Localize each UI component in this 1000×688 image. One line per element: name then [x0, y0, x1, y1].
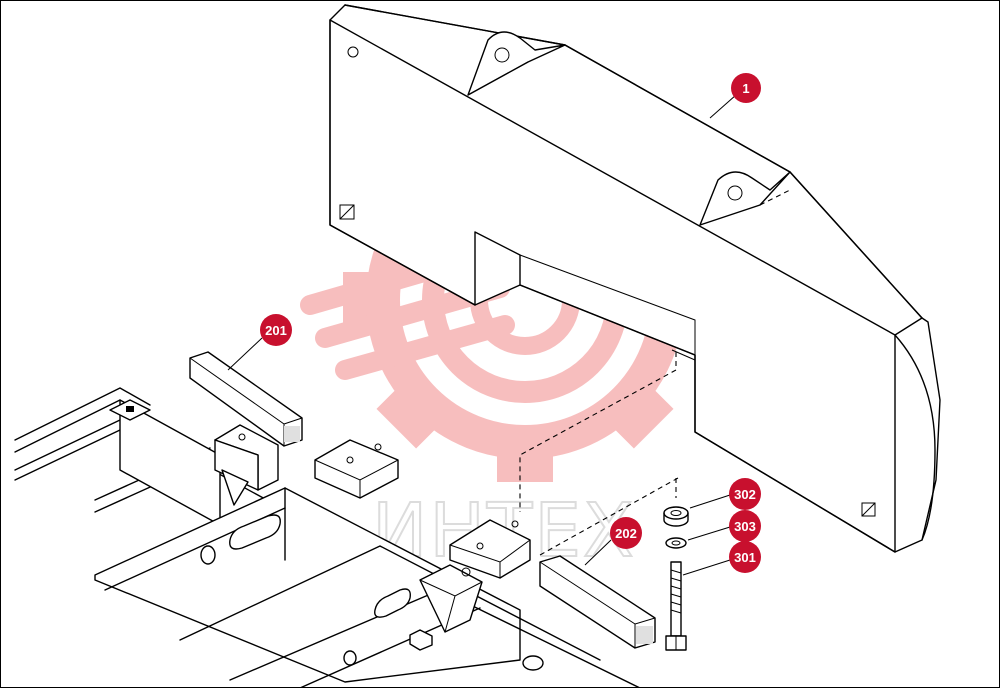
- lock-washer-part-303: [665, 537, 687, 549]
- leader-lines: [227, 94, 737, 576]
- alignment-dashed-lines: [519, 352, 679, 556]
- callout-part-303[interactable]: 303: [729, 510, 761, 542]
- callout-part-201[interactable]: 201: [260, 314, 292, 346]
- washer-part-302: [663, 506, 689, 527]
- callout-label: 201: [265, 323, 287, 338]
- spacer-bar-part-201: [189, 351, 303, 447]
- callout-label: 303: [734, 519, 756, 534]
- callout-label: 202: [615, 526, 637, 541]
- callout-part-301[interactable]: 301: [729, 541, 761, 573]
- spacer-bar-part-202: [539, 555, 656, 649]
- callout-label: 301: [734, 550, 756, 565]
- counterweight-part-1: [329, 4, 941, 553]
- bolt-part-301: [665, 561, 687, 651]
- callout-label: 302: [734, 487, 756, 502]
- callout-part-302[interactable]: 302: [729, 478, 761, 510]
- callout-part-1[interactable]: 1: [731, 73, 761, 103]
- machine-frame: [14, 387, 641, 688]
- callout-part-202[interactable]: 202: [610, 517, 642, 549]
- callout-label: 1: [742, 81, 749, 96]
